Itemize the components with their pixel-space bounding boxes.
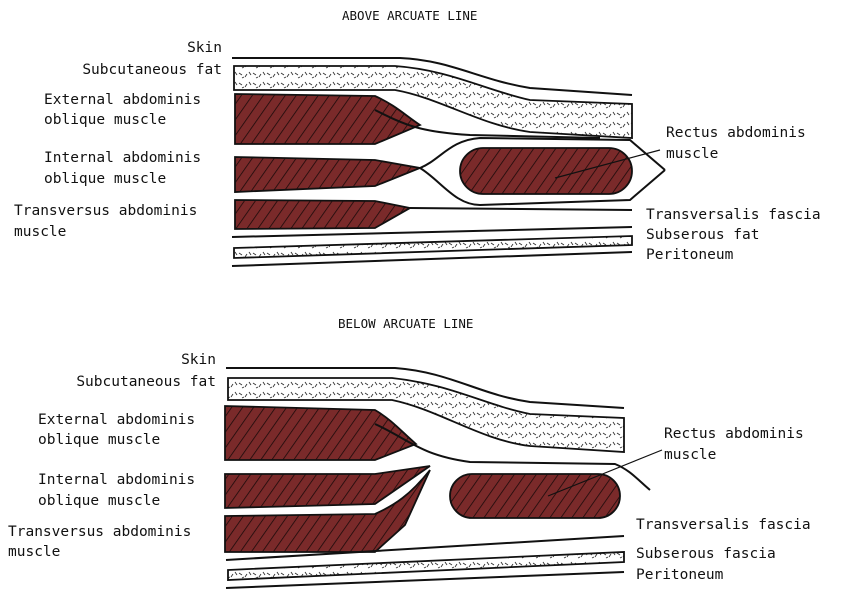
- subserous-fascia-layer: [227, 551, 625, 581]
- label-skin: Skin: [187, 40, 222, 56]
- label-skin: Skin: [181, 352, 216, 368]
- internal-oblique-aponeurosis-posterior: [419, 167, 666, 207]
- panel-above-title: ABOVE ARCUATE LINE: [342, 8, 477, 23]
- label-transversus-2: muscle: [14, 224, 66, 240]
- peritoneum-line: [225, 571, 625, 589]
- label-external-oblique-1: External abdominis: [44, 92, 201, 108]
- internal-oblique-muscle: [224, 465, 431, 509]
- panel-above: ABOVE ARCUATE LINE Skin Subcutaneous fat…: [14, 8, 821, 267]
- subserous-fat-layer: [233, 235, 633, 259]
- panel-below-title: BELOW ARCUATE LINE: [338, 316, 473, 331]
- label-subserous-fascia: Subserous fascia: [636, 546, 776, 562]
- transversalis-fascia-line: [225, 535, 625, 561]
- external-oblique-muscle: [234, 93, 422, 145]
- rectus-abdominis-muscle: [449, 473, 621, 519]
- label-transversalis-fascia: Transversalis fascia: [636, 517, 811, 533]
- subcutaneous-fat-layer: [233, 65, 633, 139]
- label-transversus-1: Transversus abdominis: [14, 203, 197, 219]
- subcutaneous-fat-layer: [227, 377, 625, 453]
- rectus-leader: [547, 449, 663, 497]
- label-internal-oblique-2: oblique muscle: [38, 493, 160, 509]
- label-peritoneum: Peritoneum: [636, 567, 724, 583]
- label-external-oblique-2: oblique muscle: [44, 112, 166, 128]
- internal-oblique-aponeurosis-anterior: [419, 136, 666, 171]
- internal-oblique-muscle: [234, 156, 424, 193]
- label-external-oblique-1: External abdominis: [38, 412, 195, 428]
- label-subcutaneous-fat: Subcutaneous fat: [82, 62, 222, 78]
- skin-line: [232, 57, 633, 96]
- label-subserous-fat: Subserous fat: [646, 227, 760, 243]
- label-transversalis-fascia: Transversalis fascia: [646, 207, 821, 223]
- rectus-leader: [554, 149, 661, 179]
- transversus-abdominis-muscle: [234, 199, 413, 230]
- panel-below: BELOW ARCUATE LINE Skin Subcutaneous fat…: [8, 316, 811, 589]
- label-internal-oblique-1: Internal abdominis: [38, 472, 195, 488]
- transversus-aponeurosis: [409, 207, 633, 211]
- transversus-abdominis-muscle: [224, 469, 431, 553]
- external-oblique-muscle: [224, 405, 418, 461]
- label-transversus-2: muscle: [8, 544, 60, 560]
- label-rectus-1: Rectus abdominis: [666, 125, 806, 141]
- skin-line: [226, 367, 625, 409]
- label-external-oblique-2: oblique muscle: [38, 432, 160, 448]
- label-rectus-2: muscle: [664, 447, 716, 463]
- label-internal-oblique-1: Internal abdominis: [44, 150, 201, 166]
- external-oblique-aponeurosis: [374, 109, 601, 139]
- label-subcutaneous-fat: Subcutaneous fat: [76, 374, 216, 390]
- anterior-rectus-sheath: [374, 423, 651, 491]
- transversalis-fascia-line: [231, 226, 633, 238]
- label-rectus-2: muscle: [666, 146, 718, 162]
- label-rectus-1: Rectus abdominis: [664, 426, 804, 442]
- peritoneum-line: [231, 251, 633, 267]
- rectus-abdominis-muscle: [459, 147, 633, 195]
- label-internal-oblique-2: oblique muscle: [44, 171, 166, 187]
- label-transversus-1: Transversus abdominis: [8, 524, 191, 540]
- label-peritoneum: Peritoneum: [646, 247, 734, 263]
